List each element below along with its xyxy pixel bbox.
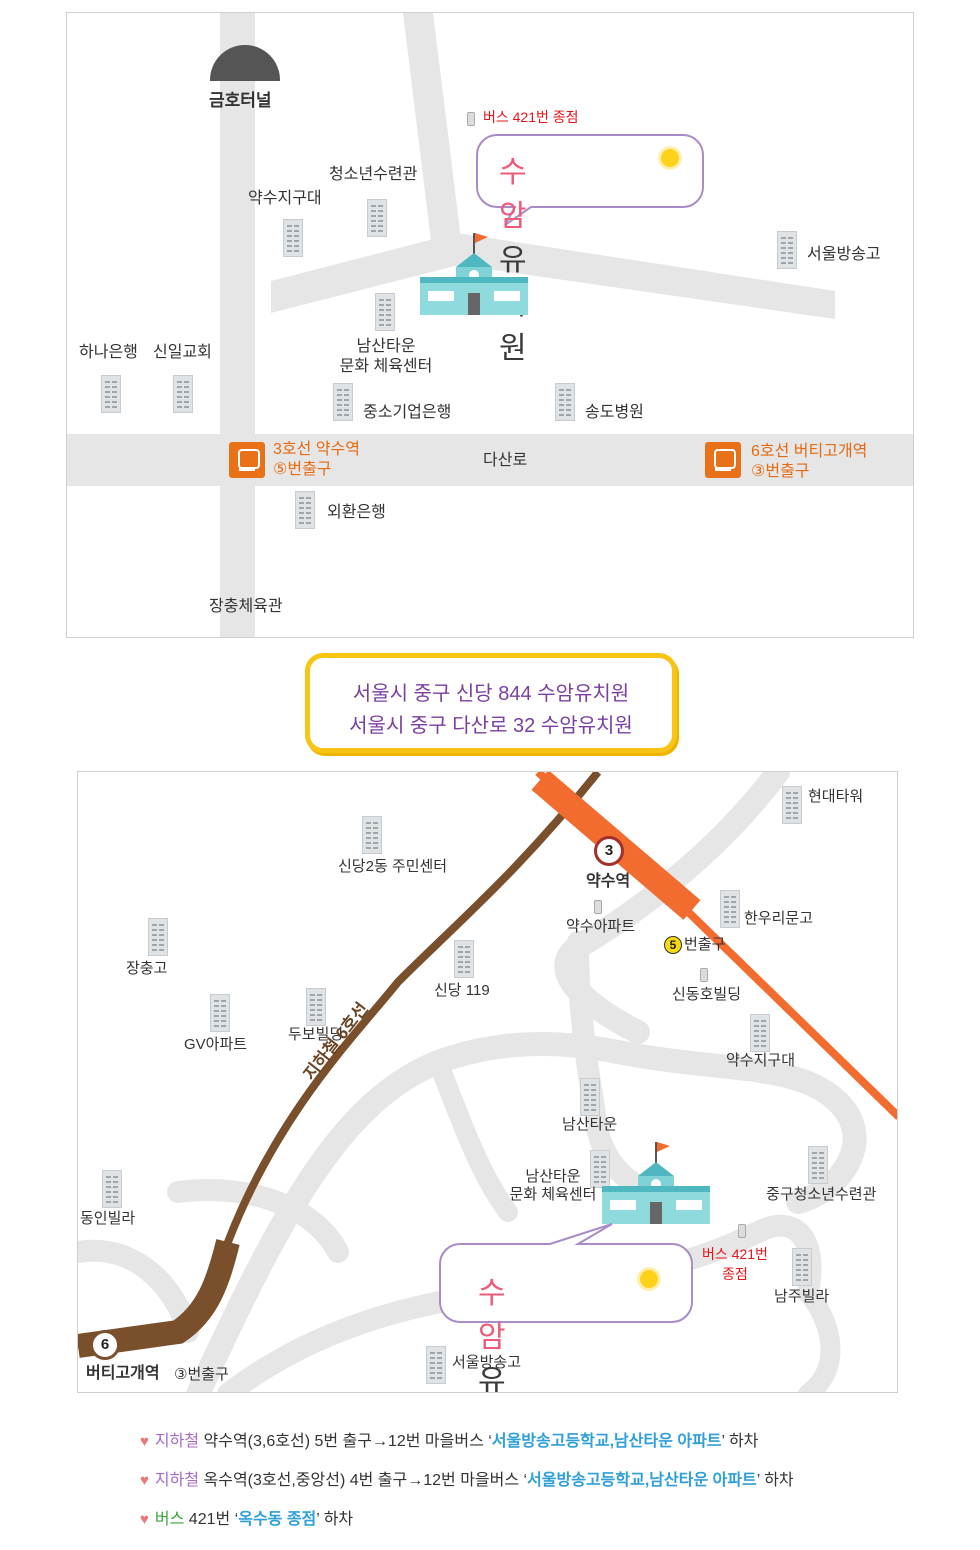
kexim-bank-building-icon <box>295 491 315 529</box>
sun-icon-2 <box>640 1270 658 1288</box>
namsan-center-label-1: 남산타운 <box>525 1168 581 1185</box>
direction-item: ♥지하철 약수역(3,6호선) 5번 출구→12번 마을버스 ‘서울방송고등학교… <box>140 1433 759 1450</box>
yaksu-police-label: 약수지구대 <box>726 1052 796 1069</box>
kindergarten-name: 수암유치원 <box>499 155 530 366</box>
ibk-bank-label: 중소기업은행 <box>363 404 452 421</box>
bus-stop-label: 버스 421번 종점 <box>483 109 579 125</box>
songdo-hospital-building-icon <box>555 383 575 421</box>
broadcast-high-building-icon-2 <box>426 1346 446 1384</box>
namju-label: 남주빌라 <box>774 1288 830 1305</box>
kindergarten-building-icon <box>420 233 528 315</box>
map1-roads <box>67 13 913 637</box>
station-left-line2: ⑤번출구 <box>273 461 332 478</box>
jangchung-high-label: 장충고 <box>126 960 168 977</box>
namsan-center-label-2: 문화 체육센터 <box>509 1186 597 1203</box>
namsan-town-building-icon <box>375 293 395 331</box>
exit5-badge: 5 <box>664 936 682 955</box>
youth-center-building-icon <box>367 199 387 237</box>
dongin-building-icon <box>102 1170 122 1208</box>
yaksu-police-label: 약수지구대 <box>248 190 322 207</box>
hyundai-tower-building-icon <box>782 786 802 824</box>
dubo-label: 두보빌딩 <box>288 1026 344 1043</box>
address-line-1: 서울시 중구 신당 844 수암유치원 <box>352 683 630 705</box>
ibk-bank-building-icon <box>333 383 353 421</box>
hana-bank-label: 하나은행 <box>79 344 138 361</box>
sindang2-center-building-icon <box>362 816 382 854</box>
sinil-church-building-icon <box>173 375 193 413</box>
youth-center-label: 청소년수련관 <box>329 166 418 183</box>
yaksu-apt-icon <box>594 900 602 914</box>
yaksu-apt-label: 약수아파트 <box>566 918 636 935</box>
hanuri-building-icon <box>720 890 740 928</box>
bus-stop-icon-2 <box>738 1224 746 1238</box>
dubo-building-icon <box>306 988 326 1026</box>
line3-badge: 3 <box>594 836 624 866</box>
namsan-town-label: 남산타운 <box>562 1116 618 1133</box>
bus-stop-label-2: 종점 <box>722 1266 748 1282</box>
station-right-line2: ③번출구 <box>751 463 810 480</box>
gv-apt-building-icon <box>210 994 230 1032</box>
broadcast-high-building-icon <box>777 231 797 269</box>
address-line-2: 서울시 중구 다산로 32 수암유치원 <box>349 715 633 737</box>
sun-icon <box>661 149 679 167</box>
sindongho-label: 신동호빌딩 <box>672 986 742 1003</box>
station-right-line1: 6호선 버티고개역 <box>751 443 868 460</box>
station-left-line1: 3호선 약수역 <box>273 441 360 458</box>
namsan-center-building-icon <box>590 1150 610 1188</box>
hana-bank-building-icon <box>101 375 121 413</box>
sindang119-label: 신당 119 <box>434 982 490 999</box>
hyundai-tower-label: 현대타워 <box>808 788 864 805</box>
broadcast-high-label: 서울방송고 <box>807 246 881 263</box>
broadcast-high-label-2: 서울방송고 <box>452 1354 522 1371</box>
gv-apt-label: GV아파트 <box>184 1036 248 1053</box>
address-box: 서울시 중구 신당 844 수암유치원 서울시 중구 다산로 32 수암유치원 <box>305 653 677 753</box>
namsan-town-building-icon <box>580 1078 600 1116</box>
hanuri-label: 한우리문고 <box>744 910 814 927</box>
bus-stop-label-1: 버스 421번 <box>702 1246 768 1262</box>
yaksu-station-label: 약수역 <box>586 873 631 890</box>
kindergarten-name-2: 수암유치원 <box>478 1276 509 1393</box>
line6-badge: 6 <box>90 1330 120 1360</box>
direction-item: ♥버스 421번 ‘옥수동 종점’ 하차 <box>140 1511 354 1528</box>
namju-building-icon <box>792 1248 812 1286</box>
tunnel-label: 금호터널 <box>209 91 272 110</box>
namsan-town-label-1: 남산타운 <box>356 338 416 355</box>
junggu-youth-building-icon <box>808 1146 828 1184</box>
dasan-road-label: 다산로 <box>483 452 528 469</box>
direction-item: ♥지하철 옥수역(3호선,중앙선) 4번 출구→12번 마을버스 ‘서울방송고등… <box>140 1472 794 1489</box>
train-icon-butigogae <box>705 442 741 478</box>
sindang2-center-label: 신당2동 주민센터 <box>338 858 448 875</box>
train-icon-yaksu <box>229 442 265 478</box>
sindang119-building-icon <box>454 940 474 978</box>
songdo-hospital-label: 송도병원 <box>585 404 644 421</box>
heart-icon: ♥ <box>140 1433 149 1450</box>
top-location-map: 금호터널 버스 421번 종점 수암유치원 청소년수련관 약수지구대 서울방송고… <box>66 12 914 638</box>
namsan-town-label-2: 문화 체육센터 <box>339 358 433 375</box>
dongin-label: 동인빌라 <box>80 1210 136 1227</box>
directions-list: ♥지하철 약수역(3,6호선) 5번 출구→12번 마을버스 ‘서울방송고등학교… <box>140 1430 920 1547</box>
yaksu-police-building-icon <box>283 219 303 257</box>
sindongho-icon <box>700 968 708 982</box>
heart-icon: ♥ <box>140 1511 149 1528</box>
jangchung-gym-label: 장충체육관 <box>209 598 283 615</box>
junggu-youth-label: 중구청소년수련관 <box>766 1186 877 1203</box>
yaksu-police-building-icon <box>750 1014 770 1052</box>
bus-stop-icon <box>467 112 475 126</box>
sinil-church-label: 신일교회 <box>153 344 212 361</box>
heart-icon: ♥ <box>140 1472 149 1489</box>
kexim-bank-label: 외환은행 <box>327 504 386 521</box>
jangchung-high-building-icon <box>148 918 168 956</box>
kindergarten-building-icon-2 <box>602 1142 710 1224</box>
butigogae-label: 버티고개역 <box>86 1365 160 1382</box>
butigogae-exit-label: ③번출구 <box>174 1366 229 1383</box>
